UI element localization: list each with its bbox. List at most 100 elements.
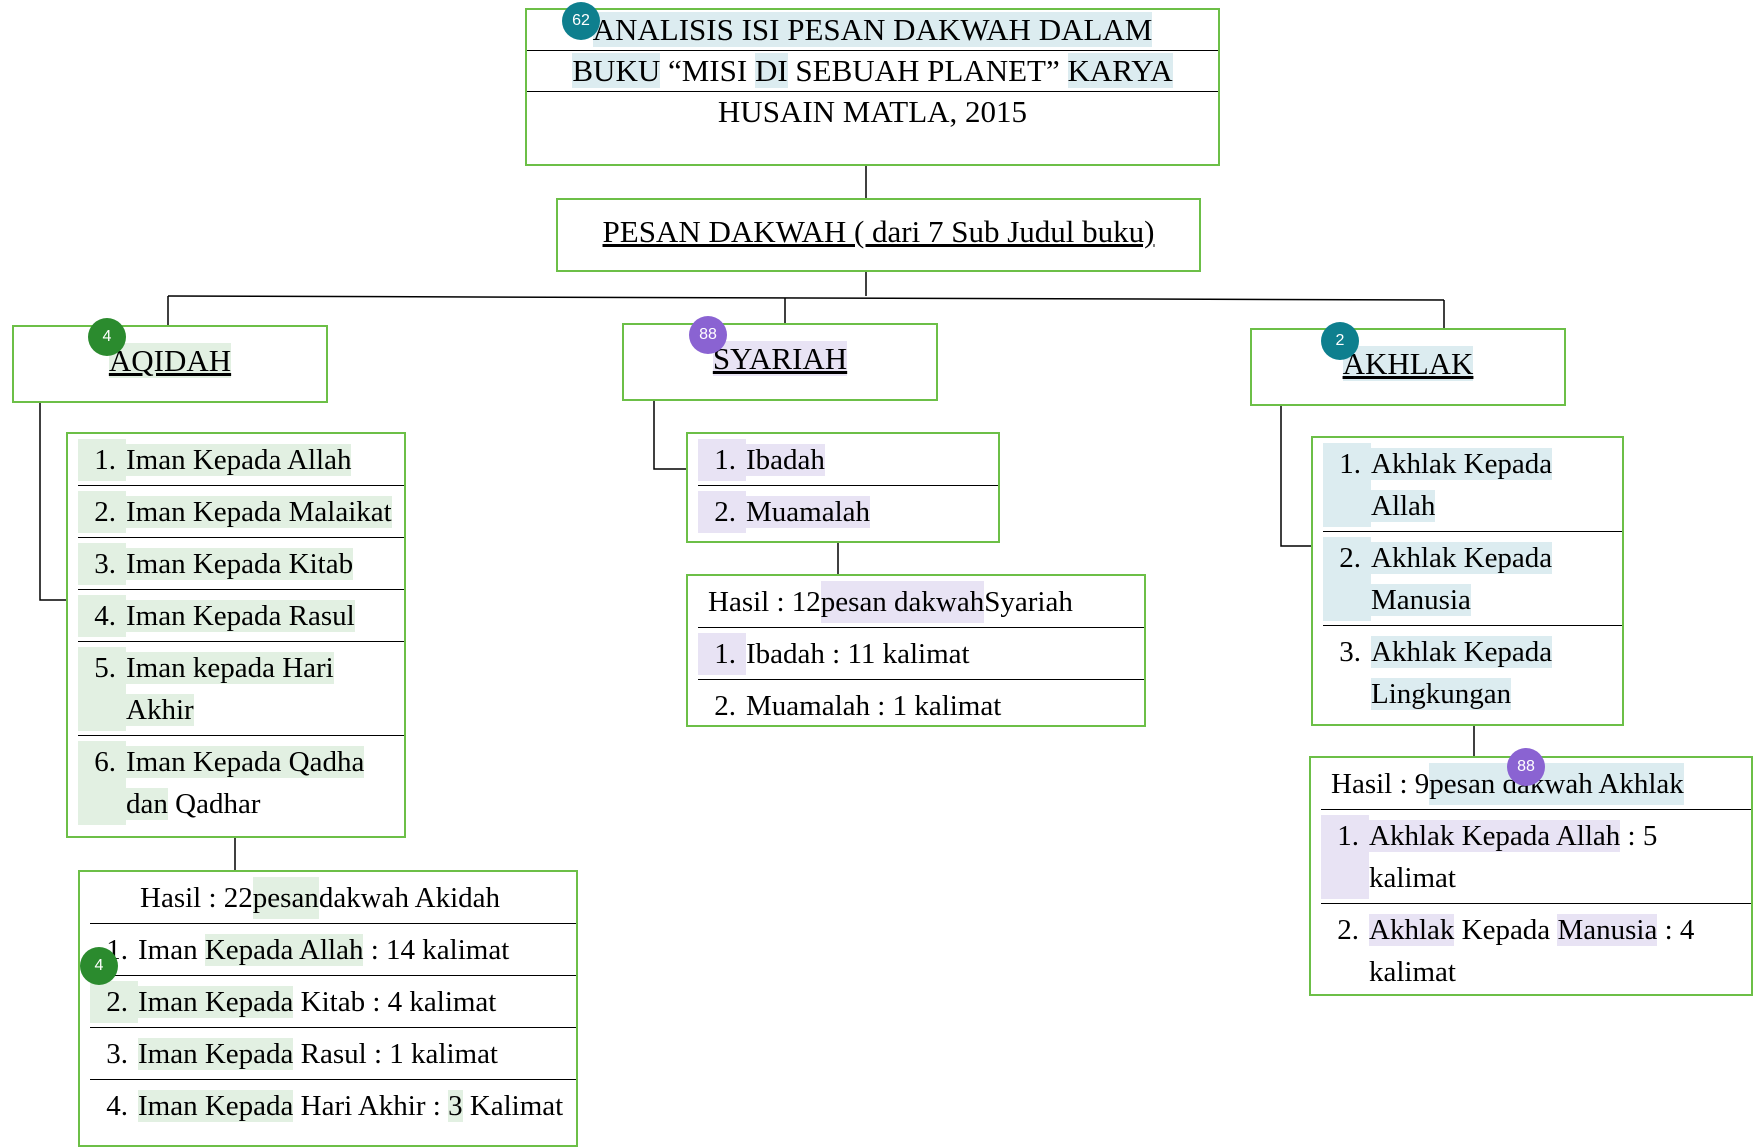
result-header-c: dakwah Akidah [318, 882, 501, 914]
list-item-text: Akhlak Kepada Manusia [1371, 542, 1553, 616]
result-item-number: 4. [106, 1090, 128, 1122]
result-item-c: Manusia [1557, 914, 1658, 946]
list-item: 3. Akhlak Kepada Lingkungan [1323, 626, 1622, 719]
result-item: 1. Akhlak Kepada Allah : 5 kalimat [1321, 810, 1751, 904]
list-item-number: 3. [1339, 636, 1361, 668]
list-item-text: Akhlak Kepada Lingkungan [1371, 636, 1553, 710]
result-item-a: Iman [138, 934, 205, 966]
title-line-1-text: ANALISIS ISI PESAN DAKWAH DALAM [592, 12, 1153, 47]
title-line-2-part-b: “MISI [660, 53, 755, 88]
result-item-b: Iman Kepada [138, 986, 294, 1018]
list-item-number: 5. [78, 647, 126, 731]
list-item-number: 1. [698, 439, 746, 481]
list-item-number: 1. [1323, 443, 1371, 527]
list-item: 2. Iman Kepada Malaikat [78, 486, 404, 538]
result-item: 2. Muamalah : 1 kalimat [698, 680, 1144, 731]
akhlak-result-header: Hasil : 9 pesan dakwah Akhlak [1321, 758, 1751, 810]
title-line-2-part-e: KARYA [1067, 53, 1173, 88]
result-item-c: Kitab : 4 kalimat [293, 986, 497, 1018]
result-item-number: 1. [698, 633, 746, 675]
title-line-2: BUKU “MISI DI SEBUAH PLANET” KARYA [527, 51, 1218, 92]
result-item-e: Kalimat [462, 1090, 564, 1122]
list-item-number: 2. [78, 491, 126, 533]
result-header-b: pesan dakwah [820, 581, 985, 623]
akhlak-list-box: 1. Akhlak Kepada Allah 2. Akhlak Kepada … [1311, 436, 1624, 726]
result-item-b: Kepada Allah [204, 934, 364, 966]
result-item-c: Rasul : 1 kalimat [293, 1038, 498, 1070]
result-item-b: : 5 kalimat [1369, 820, 1658, 894]
title-line-3-text: HUSAIN MATLA, 2015 [717, 94, 1028, 129]
result-item-number: 2. [90, 981, 138, 1023]
result-item-b: Iman Kepada [138, 1090, 294, 1122]
syariah-list-box: 1. Ibadah 2. Muamalah [686, 432, 1000, 543]
aqidah-result-box: Hasil : 22 pesan dakwah Akidah 1. Iman K… [78, 870, 578, 1147]
connector-branch-horizontal [167, 295, 1445, 301]
comment-badge-aqidah[interactable]: 4 [88, 318, 126, 356]
result-item: 2. Iman Kepada Kitab : 4 kalimat [90, 976, 576, 1028]
result-header-b: pesan dakwah Akhlak [1429, 763, 1684, 805]
list-item: 5. Iman kepada Hari Akhir [78, 642, 404, 736]
result-item-b: Iman Kepada [138, 1038, 294, 1070]
list-item-text: Iman Kepada Kitab [126, 548, 354, 580]
akhlak-label: AKHLAK [1342, 346, 1474, 381]
list-item-number: 2. [1323, 537, 1371, 621]
aqidah-list-box: 1. Iman Kepada Allah 2. Iman Kepada Mala… [66, 432, 406, 838]
list-item-number: 1. [78, 439, 126, 481]
title-line-2-part-d: SEBUAH PLANET” [787, 53, 1068, 88]
list-item-number: 6. [78, 741, 126, 825]
result-item-number: 1. [1321, 815, 1369, 899]
aqidah-result-header: Hasil : 22 pesan dakwah Akidah [90, 872, 576, 924]
result-header-b: pesan [252, 877, 319, 919]
syariah-label: SYARIAH [712, 341, 848, 376]
result-item: 4. Iman Kepada Hari Akhir : 3 Kalimat [90, 1080, 576, 1131]
result-item-number: 2. [1337, 914, 1359, 946]
list-item-text: Iman Kepada Allah [126, 444, 352, 476]
result-item-number: 2. [714, 690, 736, 722]
pesan-dakwah-box: PESAN DAKWAH ( dari 7 Sub Judul buku) [556, 198, 1201, 272]
title-line-2-part-a: BUKU [572, 53, 661, 88]
result-header-a: Hasil : 22 [140, 882, 253, 914]
result-header-c: Syariah [984, 586, 1073, 618]
comment-badge-syariah[interactable]: 88 [689, 316, 727, 354]
list-item: 4. Iman Kepada Rasul [78, 590, 404, 642]
pesan-dakwah-label: PESAN DAKWAH ( dari 7 Sub Judul buku) [602, 214, 1155, 249]
aqidah-box: AQIDAH [12, 325, 328, 403]
list-item: 1. Akhlak Kepada Allah [1323, 438, 1622, 532]
connector-syariah-list [653, 401, 686, 470]
result-item-d: 3 [448, 1090, 463, 1122]
aqidah-label: AQIDAH [108, 343, 232, 378]
syariah-result-header: Hasil : 12 pesan dakwah Syariah [698, 576, 1144, 628]
list-item-number: 2. [698, 491, 746, 533]
title-line-3: HUSAIN MATLA, 2015 [527, 92, 1218, 132]
list-item-text: Muamalah [746, 496, 871, 528]
result-item: 1. Ibadah : 11 kalimat [698, 628, 1144, 680]
list-item: 1. Ibadah [698, 434, 998, 486]
result-item: 2. Akhlak Kepada Manusia : 4 kalimat [1321, 904, 1751, 997]
comment-badge-akhlak[interactable]: 2 [1321, 322, 1359, 360]
list-item-number: 4. [78, 595, 126, 637]
result-item-c: Hari Akhir : [293, 1090, 449, 1122]
list-item: 2. Muamalah [698, 486, 998, 537]
result-header-a: Hasil : 12 [708, 586, 821, 618]
result-item-a: Akhlak Kepada Allah [1369, 820, 1621, 852]
result-item: 1. Iman Kepada Allah : 14 kalimat [90, 924, 576, 976]
connector-aqidah-list [39, 403, 66, 601]
result-item: 3. Iman Kepada Rasul : 1 kalimat [90, 1028, 576, 1080]
result-item-a: Akhlak [1369, 914, 1455, 946]
title-line-2-part-c: DI [754, 53, 788, 88]
akhlak-box: AKHLAK [1250, 328, 1566, 406]
syariah-result-box: Hasil : 12 pesan dakwah Syariah 1. Ibada… [686, 574, 1146, 727]
title-box: ANALISIS ISI PESAN DAKWAH DALAM BUKU “MI… [525, 8, 1220, 166]
list-item: 1. Iman Kepada Allah [78, 434, 404, 486]
akhlak-result-box: Hasil : 9 pesan dakwah Akhlak 1. Akhlak … [1309, 756, 1753, 996]
list-item-text: Ibadah [746, 444, 825, 476]
list-item: 2. Akhlak Kepada Manusia [1323, 532, 1622, 626]
comment-badge-akhlak-result[interactable]: 88 [1507, 748, 1545, 786]
comment-badge-title[interactable]: 62 [562, 2, 600, 40]
list-item-text: Akhlak Kepada Allah [1371, 448, 1553, 522]
result-header-a: Hasil : 9 [1331, 768, 1430, 800]
result-item-number: 3. [106, 1038, 128, 1070]
result-item-text: Muamalah : 1 kalimat [746, 690, 1002, 722]
comment-badge-aqidah-result[interactable]: 4 [80, 947, 118, 985]
